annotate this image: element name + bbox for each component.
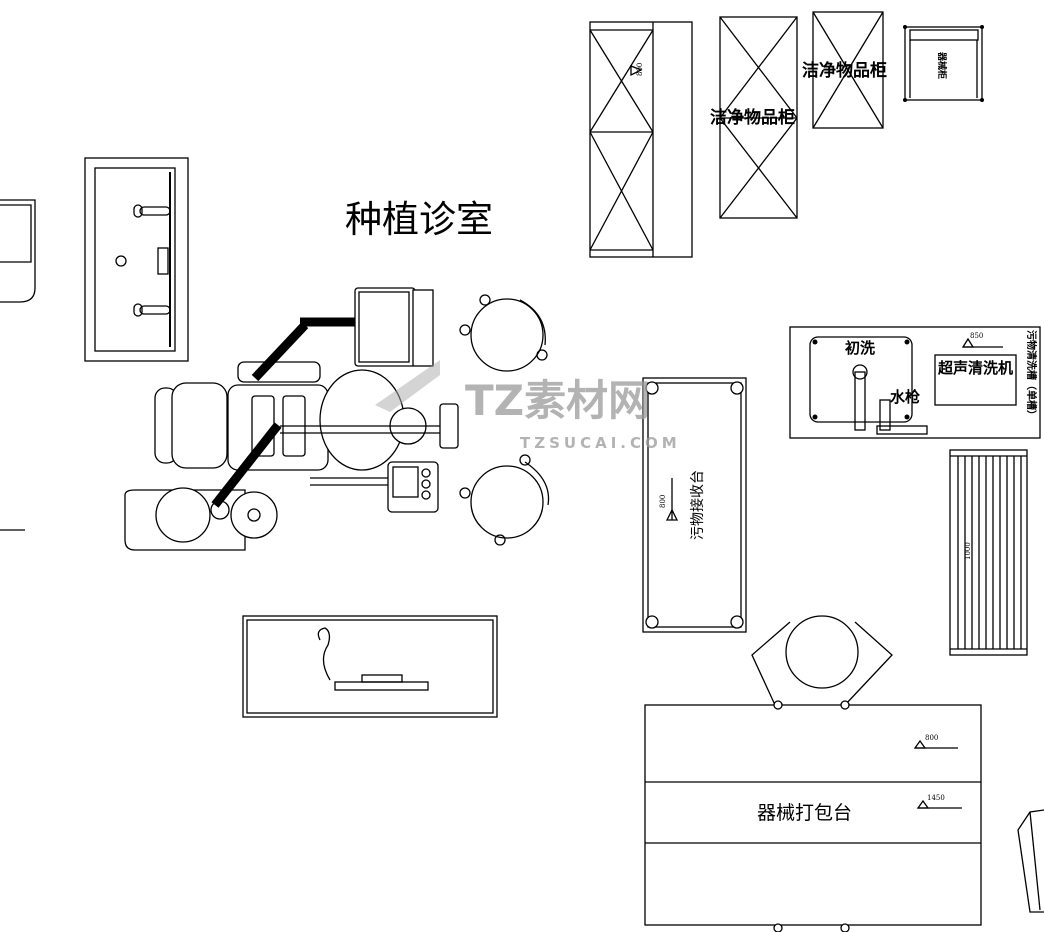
dim-radiator: 1000 xyxy=(964,542,972,560)
dim-packing-middle: 1450 xyxy=(927,794,945,802)
label-ultrasonic-cleaner: 超声清洗机 xyxy=(937,359,1013,377)
partial-object-right xyxy=(1017,809,1044,913)
partial-cabinet-left xyxy=(0,199,36,531)
clean-cabinet-2: 洁净物品柜 xyxy=(802,11,887,129)
dim-receiving-table: 800 xyxy=(659,495,667,508)
label-water-gun: 水枪 xyxy=(890,388,920,406)
stool-lower xyxy=(459,454,550,546)
dim-tall-cabinet: 800 xyxy=(636,63,644,76)
label-receiving-table: 污物接收台 xyxy=(689,470,706,540)
tall-cabinet: 800 xyxy=(589,21,693,258)
clean-cabinet-1: 洁净物品柜 xyxy=(710,16,798,219)
label-initial-wash: 初洗 xyxy=(845,339,875,357)
dim-sink-station: 850 xyxy=(970,332,983,340)
wash-basin xyxy=(84,157,189,362)
dim-packing-upper: 800 xyxy=(925,734,938,742)
watermark-url: TZSUCAI.COM xyxy=(520,434,681,452)
watermark: TZ素材网 TZSUCAI.COM xyxy=(375,360,681,452)
label-clean-cabinet-2: 洁净物品柜 xyxy=(802,60,887,81)
radiator: 1000 xyxy=(949,449,1028,656)
wash-station: 初洗 水枪 超声清洗机 850 污物清洗槽（单槽） xyxy=(789,326,1041,439)
packing-table: 器械打包台 800 1450 xyxy=(644,615,982,932)
lamp-desk xyxy=(242,615,498,718)
room-title: 种植诊室 xyxy=(345,198,493,241)
label-clean-cabinet-1: 洁净物品柜 xyxy=(710,107,795,128)
label-small-cabinet: 器械柜 xyxy=(936,51,948,79)
watermark-logo: TZ素材网 xyxy=(465,376,650,425)
dental-chair xyxy=(124,287,459,551)
label-packing-table: 器械打包台 xyxy=(757,802,852,824)
stool-upper xyxy=(459,294,548,372)
small-cabinet: 器械柜 xyxy=(903,25,984,102)
dirty-receiving-table: 800 污物接收台 xyxy=(642,377,747,633)
label-dirty-sink: 污物清洗槽（单槽） xyxy=(1025,330,1038,420)
